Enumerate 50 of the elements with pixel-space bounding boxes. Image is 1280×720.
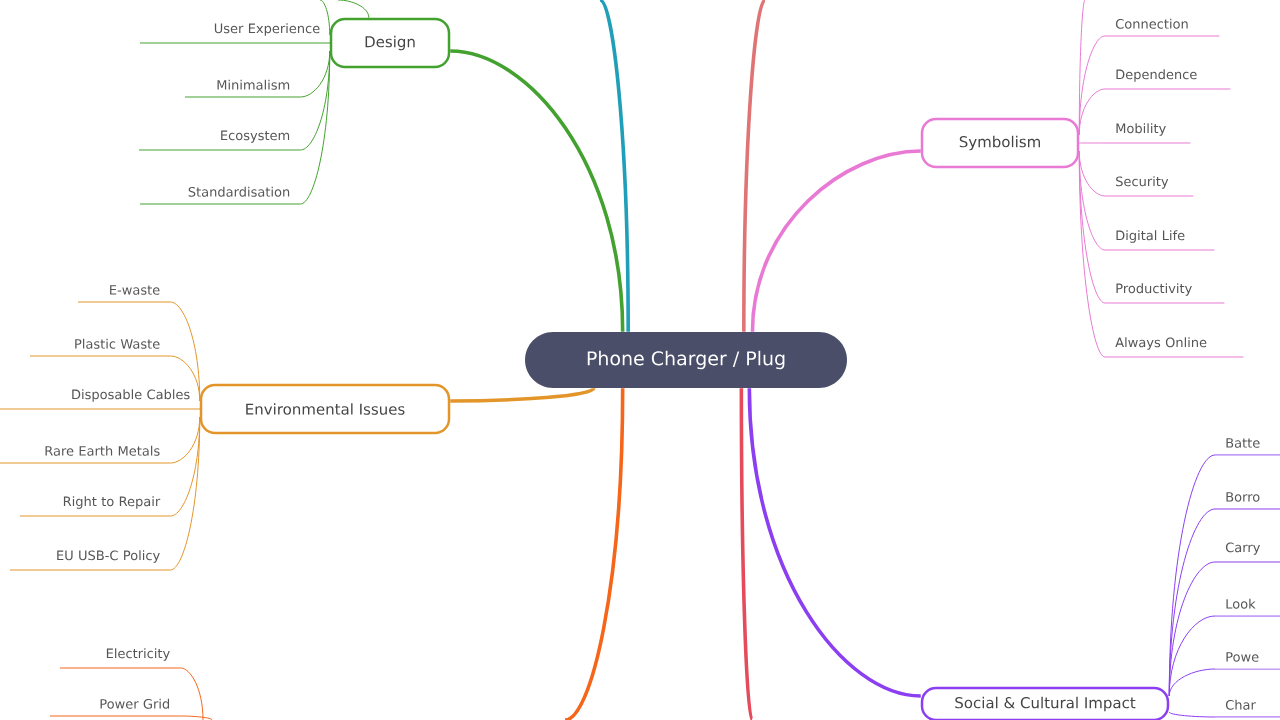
branch-line [337, 0, 370, 19]
subtopic-label: Ecosystem [138, 130, 301, 151]
branch-line [742, 0, 767, 332]
subtopic-label: Char [1214, 699, 1280, 718]
branch-line [564, 388, 625, 720]
branch-line [319, 0, 331, 36]
branch-line [1168, 711, 1216, 718]
subtopic-label: Rare Earth Metals [0, 445, 171, 464]
branch-line [1078, 88, 1106, 136]
subtopic-label: Carry [1214, 542, 1280, 563]
subtopic-label: Connection [1104, 18, 1220, 37]
topic-box: Design [329, 17, 451, 69]
subtopic-label: Standardisation [139, 186, 301, 205]
subtopic-label: Digital Life [1104, 230, 1215, 251]
subtopic-label: Security [1104, 176, 1194, 197]
central-topic: Phone Charger / Plug [525, 332, 847, 388]
subtopic-label: EU USB-C Policy [9, 550, 171, 571]
subtopic-label: Always Online [1104, 337, 1244, 358]
branch-line [1078, 150, 1106, 358]
subtopic-label: Mobility [1104, 123, 1191, 144]
topic-box: Social & Cultural Impact [920, 686, 1170, 720]
topic-box: Symbolism [920, 117, 1080, 169]
branch-line [750, 149, 921, 332]
subtopic-label: Disposable Cables [0, 389, 201, 410]
subtopic-label: Electricity [59, 648, 181, 669]
branch-line [450, 386, 596, 403]
subtopic-label: Borro [1214, 492, 1280, 510]
branch-line [450, 49, 625, 332]
subtopic-label: E-waste [77, 285, 171, 303]
subtopic-label: Minimalism [184, 79, 301, 98]
branch-line [1078, 142, 1106, 144]
branch-line [739, 388, 754, 720]
subtopic-label: Batte [1214, 438, 1280, 456]
branch-line [169, 416, 201, 571]
subtopic-label: Powe [1214, 652, 1280, 670]
subtopic-label: User Experience [139, 23, 331, 44]
subtopic-label: Right to Repair [19, 496, 171, 517]
subtopic-label: Dependence [1104, 69, 1231, 90]
branch-line [169, 355, 201, 402]
branch-line [747, 388, 921, 698]
branch-line [179, 715, 213, 720]
subtopic-label: Power Grid [49, 698, 181, 717]
subtopic-label: Look [1214, 598, 1280, 617]
branch-line [179, 667, 204, 720]
subtopic-label: Productivity [1104, 283, 1225, 304]
branch-line [1168, 668, 1216, 697]
branch-line [299, 50, 331, 205]
topic-box: Environmental Issues [199, 383, 451, 435]
branch-line [598, 0, 630, 332]
subtopic-label: Plastic Waste [29, 338, 171, 357]
